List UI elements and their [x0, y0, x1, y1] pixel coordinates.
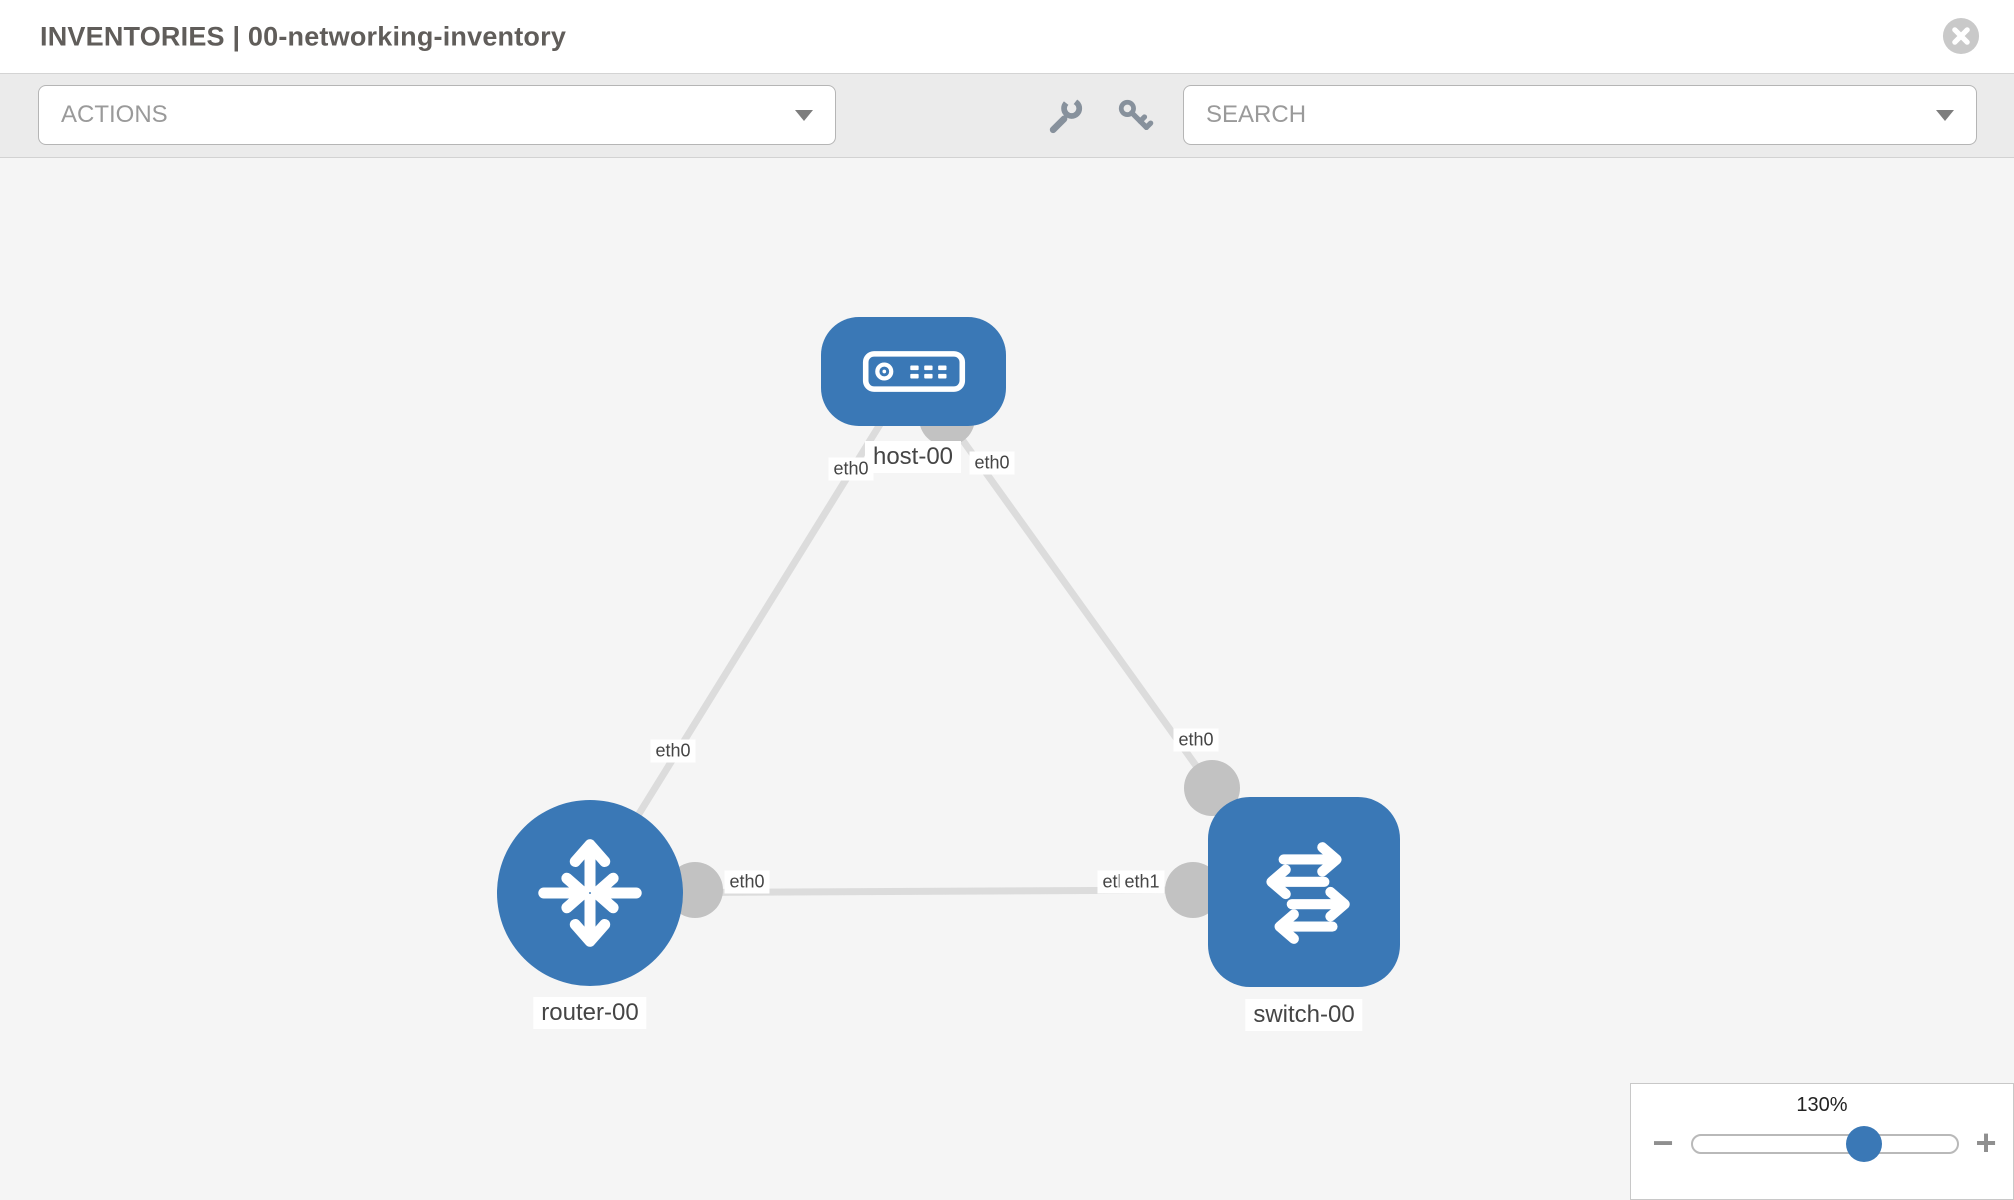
actions-dropdown[interactable]: ACTIONS [38, 85, 836, 145]
close-button[interactable] [1942, 17, 1980, 55]
connector-switch-top[interactable] [1184, 760, 1240, 816]
zoom-level: 130% [1796, 1094, 1848, 1116]
minus-icon: − [1652, 1122, 1674, 1163]
interface-label-host-left: eth0 [828, 457, 874, 481]
caret-down-icon [1936, 109, 1954, 121]
wrench-icon [1049, 89, 1083, 134]
switch-icon [1266, 842, 1350, 944]
toolbar: ACTIONS SEARCH [0, 74, 2014, 158]
close-icon [1942, 17, 1980, 55]
node-label-switch: switch-00 [1245, 999, 1363, 1031]
plus-icon: + [1975, 1122, 1997, 1163]
router-icon [538, 839, 642, 947]
interface-label-router-right: eth0 [724, 870, 770, 894]
header: INVENTORIES | 00-networking-inventory [0, 0, 2014, 74]
zoom-out-button[interactable]: − [1645, 1125, 1681, 1162]
topology-canvas[interactable]: host-00 router-00 switch-00 eth0 eth0 et… [0, 157, 2014, 1200]
wrench-button[interactable] [1046, 89, 1084, 135]
node-label-router: router-00 [533, 997, 647, 1029]
interface-label-router-top: eth0 [650, 739, 696, 763]
caret-down-icon [795, 109, 813, 121]
connector-switch-left[interactable] [1165, 862, 1221, 918]
key-icon [1118, 99, 1154, 131]
host-icon [862, 351, 965, 392]
topology-graph [587, 368, 1240, 918]
search-dropdown[interactable]: SEARCH [1183, 85, 1977, 145]
interface-label-host-right: eth0 [969, 451, 1015, 475]
node-host[interactable] [821, 317, 1006, 426]
node-label-host: host-00 [864, 441, 962, 473]
zoom-slider-thumb[interactable] [1846, 1126, 1882, 1162]
zoom-in-button[interactable]: + [1968, 1125, 2004, 1162]
node-router[interactable] [497, 800, 683, 986]
actions-dropdown-label: ACTIONS [61, 101, 168, 128]
interface-label-switch-top: eth0 [1173, 728, 1219, 752]
page-title: INVENTORIES | 00-networking-inventory [40, 21, 567, 51]
zoom-slider-track[interactable] [1691, 1134, 1959, 1154]
interface-label-switch-left-over: eth1 [1119, 870, 1165, 894]
node-switch[interactable] [1208, 797, 1400, 987]
key-button[interactable] [1116, 97, 1154, 135]
search-dropdown-label: SEARCH [1206, 101, 1307, 128]
zoom-panel: 130% − + [1630, 1083, 2014, 1200]
